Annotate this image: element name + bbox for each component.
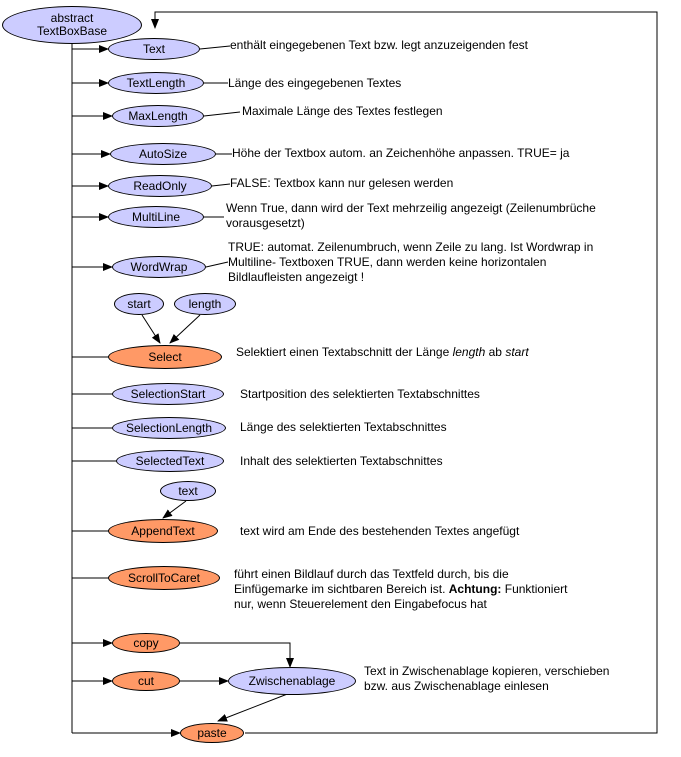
root-label-abstract: abstract [50, 11, 94, 25]
node-copy: copy [112, 633, 180, 653]
desc-multiline: Wenn True, dann wird der Text mehrzeilig… [226, 201, 596, 231]
desc-clipboard: Text in Zwischenablage kopieren, verschi… [364, 664, 609, 694]
node-select: Select [108, 345, 222, 369]
desc-text: enthält eingegebenen Text bzw. legt anzu… [230, 38, 529, 52]
node-selectionlength: SelectionLength [112, 417, 226, 439]
desc-textlength: Länge des eingegebenen Textes [228, 76, 402, 90]
desc-selectionlength: Länge des selektierten Textabschnittes [240, 420, 447, 434]
desc-clipboard-line-2: bzw. aus Zwischenablage einlesen [364, 679, 549, 693]
node-param-text: text [160, 481, 216, 501]
desc-autosize: Höhe der Textbox autom. an Zeichenhöhe a… [232, 146, 570, 160]
desc-wordwrap-line-2: Multiline- Textboxen TRUE, dann werden k… [228, 255, 547, 269]
node-readonly: ReadOnly [108, 175, 212, 197]
node-maxlength: MaxLength [112, 105, 204, 127]
desc-scroll-line-2-post: Funktioniert [501, 582, 568, 596]
node-appendtext: AppendText [108, 519, 218, 543]
desc-selectedtext: Inhalt des selektierten Textabschnittes [240, 454, 443, 468]
desc-select: Selektiert einen Textabschnitt der Länge… [236, 345, 529, 360]
desc-scroll-line-2: Einfügemarke im sichtbaren Bereich ist. … [234, 582, 567, 597]
desc-select-prefix: Selektiert einen Textabschnitt der Länge [236, 345, 453, 359]
desc-multiline-line-2: vorausgesetzt) [226, 216, 305, 230]
node-multiline: MultiLine [108, 206, 204, 228]
desc-scroll-line-2-pre: Einfügemarke im sichtbaren Bereich ist. [234, 582, 449, 596]
desc-scroll-line-3: nur, wenn Steuerelement den Eingabefocus… [234, 597, 487, 611]
node-cut: cut [112, 671, 180, 691]
node-selectionstart: SelectionStart [112, 383, 224, 405]
desc-readonly: FALSE: Textbox kann nur gelesen werden [230, 176, 454, 190]
root-label-classname: TextBoxBase [36, 24, 108, 38]
node-text: Text [108, 38, 200, 60]
desc-scroll-line-1: führt einen Bildlauf durch das Textfeld … [234, 567, 509, 581]
desc-select-length: length [452, 345, 486, 359]
desc-select-start: start [505, 345, 529, 359]
desc-multiline-line-1: Wenn True, dann wird der Text mehrzeilig… [226, 201, 596, 215]
desc-selectionstart: Startposition des selektierten Textabsch… [240, 387, 480, 401]
desc-wordwrap-line-3: Bildlaufleisten angezeigt ! [228, 270, 365, 284]
desc-scroll-warning: Achtung: [448, 582, 502, 596]
node-selectedtext: SelectedText [116, 450, 224, 472]
desc-appendtext: text wird am Ende des bestehenden Textes… [240, 524, 520, 538]
desc-wordwrap-line-1: TRUE: automat. Zeilenumbruch, wenn Zeile… [228, 240, 594, 254]
desc-clipboard-line-1: Text in Zwischenablage kopieren, verschi… [364, 664, 610, 678]
desc-scrolltocaret: führt einen Bildlauf durch das Textfeld … [234, 567, 567, 612]
node-autosize: AutoSize [110, 143, 216, 165]
desc-select-mid: ab [485, 345, 506, 359]
node-param-length: length [174, 293, 236, 315]
node-scrolltocaret: ScrollToCaret [108, 566, 220, 590]
node-param-start: start [114, 293, 164, 315]
root-class-node: abstract TextBoxBase [2, 6, 142, 44]
loop-back-line [151, 11, 658, 734]
node-zwischenablage: Zwischenablage [228, 667, 356, 695]
desc-wordwrap: TRUE: automat. Zeilenumbruch, wenn Zeile… [228, 240, 593, 285]
node-wordwrap: WordWrap [112, 256, 206, 278]
desc-maxlength: Maximale Länge des Textes festlegen [242, 104, 443, 118]
node-textlength: TextLength [108, 72, 204, 94]
node-paste: paste [180, 723, 244, 743]
